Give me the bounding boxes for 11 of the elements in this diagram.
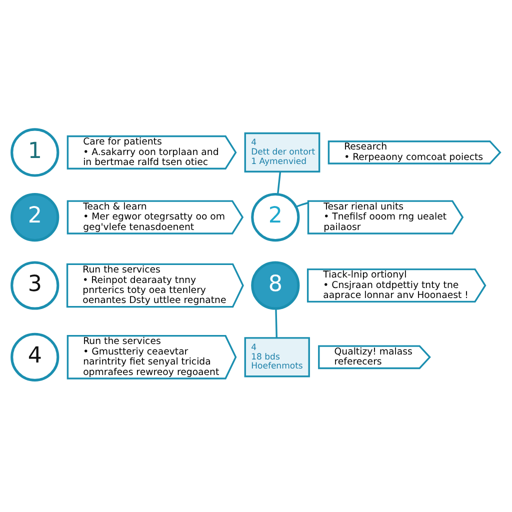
connector — [275, 308, 278, 338]
connector — [276, 171, 282, 194]
node-box: 4 Dett der ontort 1 Aymenvied — [244, 132, 320, 172]
node-circle: 2 — [251, 192, 300, 242]
node-circle: 4 — [10, 332, 60, 381]
node-circle: 3 — [10, 260, 60, 310]
node-circle: 8 — [251, 260, 300, 310]
node-circle: 1 — [10, 128, 60, 176]
node-box: 4 18 bds Hoefenmots — [244, 336, 310, 377]
connector — [296, 202, 308, 208]
node-circle: 2 — [10, 192, 60, 242]
